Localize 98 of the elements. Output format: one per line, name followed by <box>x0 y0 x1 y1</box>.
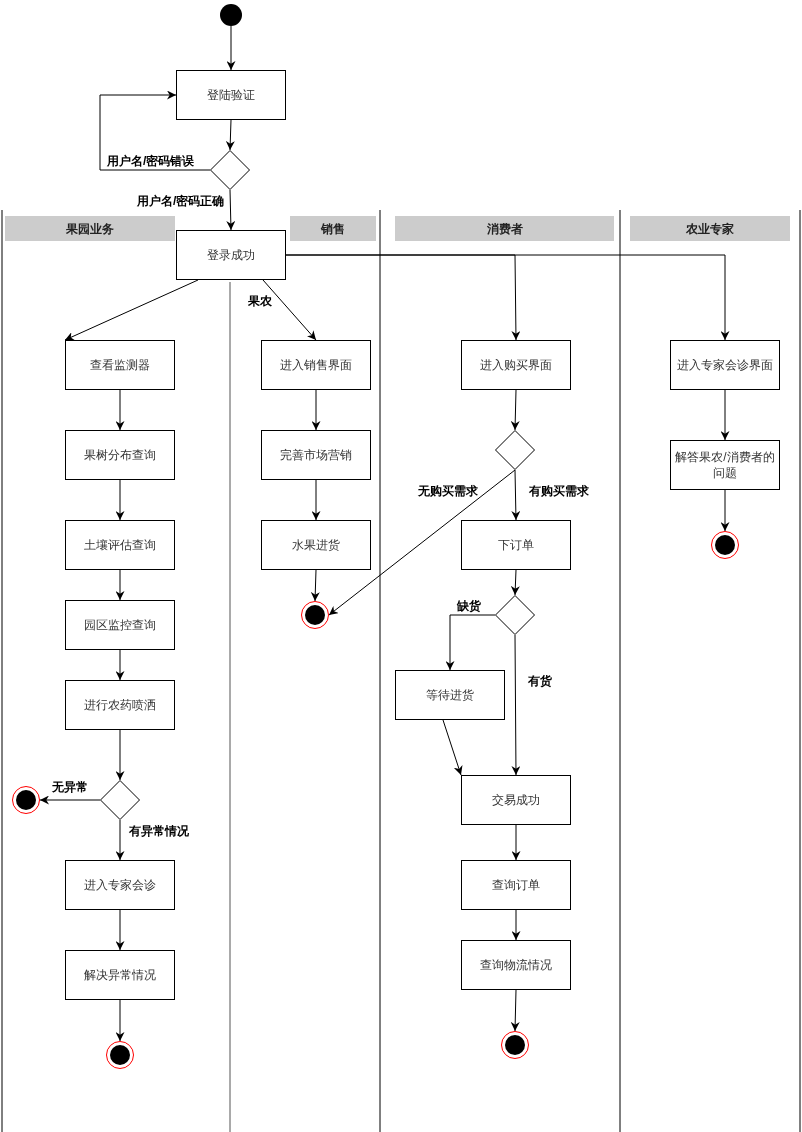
activity-label: 查看监测器 <box>90 357 150 373</box>
activity-label: 查询订单 <box>492 877 540 893</box>
edge-label: 用户名/密码正确 <box>137 194 225 208</box>
arrow <box>226 189 236 231</box>
arrow <box>511 824 521 861</box>
arrow <box>511 909 521 941</box>
arrow <box>115 389 125 431</box>
end-node <box>301 601 329 629</box>
decision-diamond <box>210 150 250 190</box>
arrow <box>510 989 520 1032</box>
lane-title: 消费者 <box>486 220 523 238</box>
arrow <box>445 614 496 671</box>
activity-label: 进入购买界面 <box>480 357 552 373</box>
arrow <box>511 634 521 776</box>
activity-box <box>395 670 505 720</box>
activity-label: 土壤评估查询 <box>84 537 156 553</box>
edge-label: 用户名/密码错误 <box>107 154 195 168</box>
activity-box <box>65 520 175 570</box>
end-node <box>711 531 739 559</box>
arrow <box>115 819 125 861</box>
end-node <box>106 1041 134 1069</box>
edge-label: 缺货 <box>457 599 481 613</box>
activity-label: 进入专家会诊 <box>84 877 156 893</box>
activity-label: 水果进货 <box>292 537 340 553</box>
lane-title: 销售 <box>321 220 345 238</box>
activity-label: 交易成功 <box>492 792 540 808</box>
arrow <box>285 254 730 341</box>
arrow <box>310 569 320 602</box>
activity-box <box>261 340 371 390</box>
arrow <box>262 279 317 341</box>
arrow <box>720 489 730 532</box>
arrow <box>311 389 321 431</box>
decision-diamond <box>100 780 140 820</box>
start-node <box>220 4 242 26</box>
arrow <box>511 469 521 521</box>
lane-header <box>290 216 376 241</box>
activity-label: 解答果农/消费者的问题 <box>675 449 775 481</box>
activity-box <box>261 520 371 570</box>
activity-box <box>65 430 175 480</box>
activity-box <box>670 340 780 390</box>
edge-label: 有购买需求 <box>529 484 589 498</box>
activity-box <box>461 775 571 825</box>
activity-box <box>176 230 286 280</box>
arrow <box>328 469 516 616</box>
activity-label: 完善市场营销 <box>280 447 352 463</box>
activity-label: 查询物流情况 <box>480 957 552 973</box>
arrow <box>39 795 101 805</box>
arrow <box>510 389 520 431</box>
arrow <box>115 649 125 681</box>
activity-label: 果树分布查询 <box>84 447 156 463</box>
activity-label: 等待进货 <box>426 687 474 703</box>
edge-label: 有货 <box>528 674 552 688</box>
activity-box <box>176 70 286 120</box>
activity-box <box>65 600 175 650</box>
arrow <box>311 479 321 521</box>
activity-box <box>461 860 571 910</box>
end-node <box>501 1031 529 1059</box>
activity-label: 登录成功 <box>207 247 255 263</box>
activity-box <box>461 520 571 570</box>
arrow <box>225 119 235 151</box>
arrow <box>99 90 211 171</box>
arrow <box>510 569 520 596</box>
lane-title: 农业专家 <box>686 220 734 238</box>
activity-label: 园区监控查询 <box>84 617 156 633</box>
lane-header <box>5 216 175 241</box>
arrow <box>115 479 125 521</box>
arrow <box>64 279 199 341</box>
end-node <box>12 786 40 814</box>
arrow <box>442 719 463 776</box>
activity-box <box>65 340 175 390</box>
lane-header <box>395 216 614 241</box>
activity-label: 下订单 <box>498 537 534 553</box>
edge-label: 有异常情况 <box>129 824 189 838</box>
arrow <box>115 569 125 601</box>
activity-box <box>261 430 371 480</box>
activity-label: 进入销售界面 <box>280 357 352 373</box>
activity-box <box>65 680 175 730</box>
decision-diamond <box>495 595 535 635</box>
activity-label: 进入专家会诊界面 <box>677 357 773 373</box>
edge-label: 果农 <box>248 294 272 308</box>
activity-label: 进行农药喷洒 <box>84 697 156 713</box>
arrow <box>720 389 730 441</box>
decision-diamond <box>495 430 535 470</box>
arrow <box>115 729 125 781</box>
edge-label: 无异常 <box>52 780 88 794</box>
edge-label: 无购买需求 <box>418 484 478 498</box>
activity-box <box>65 950 175 1000</box>
arrow <box>226 25 236 71</box>
activity-box <box>670 440 780 490</box>
activity-label: 登陆验证 <box>207 87 255 103</box>
arrow <box>115 999 125 1042</box>
arrow <box>115 909 125 951</box>
lane-header <box>630 216 790 241</box>
lane-title: 果园业务 <box>66 220 114 238</box>
activity-box <box>461 940 571 990</box>
activity-box <box>461 340 571 390</box>
activity-label: 解决异常情况 <box>84 967 156 983</box>
activity-box <box>65 860 175 910</box>
